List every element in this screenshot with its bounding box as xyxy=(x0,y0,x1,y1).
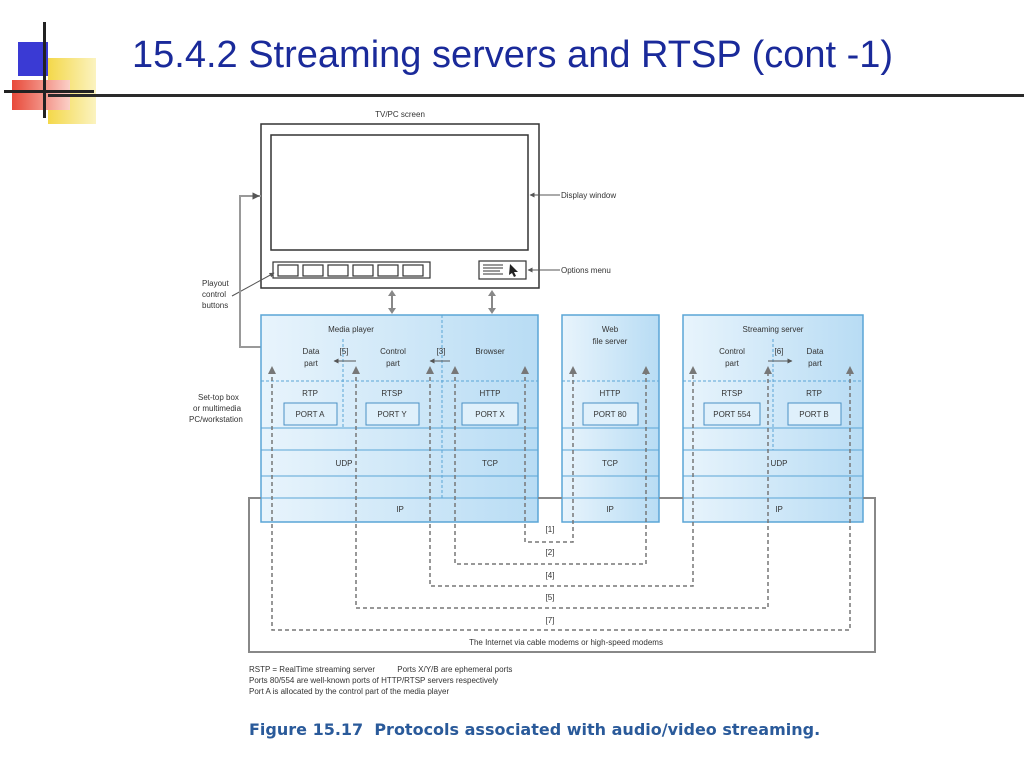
path-4 xyxy=(429,370,694,587)
client-step-3: [3] xyxy=(437,347,446,356)
playout-label-2: control xyxy=(202,290,226,299)
internet-label: The Internet via cable modems or high-sp… xyxy=(469,638,663,647)
server-rtp-label: RTP xyxy=(806,389,822,398)
figure-caption: Figure 15.17 Protocols associated with a… xyxy=(249,720,821,739)
path-4-label: [4] xyxy=(546,571,555,580)
options-menu-icon xyxy=(478,260,527,280)
options-menu-label: Options menu xyxy=(561,266,611,275)
client-side-label-1: Set-top box xyxy=(198,393,239,402)
diagram-notes: RSTP = RealTime streaming server Ports X… xyxy=(249,664,512,697)
display-window xyxy=(270,134,529,251)
screen-title: TV/PC screen xyxy=(375,110,425,119)
playout-label-1: Playout xyxy=(202,279,229,288)
control-loop-line xyxy=(239,195,261,348)
server-ip-label: IP xyxy=(775,505,783,514)
streaming-server-box xyxy=(682,314,864,523)
playout-buttons xyxy=(272,261,431,279)
port-80: PORT 80 xyxy=(593,410,627,419)
media-player-label: Media player xyxy=(328,325,374,334)
port-x: PORT X xyxy=(475,410,505,419)
path-2 xyxy=(454,370,647,565)
slide-title: 15.4.2 Streaming servers and RTSP (cont … xyxy=(132,34,894,76)
client-box xyxy=(260,314,539,523)
client-data-part-2: part xyxy=(304,359,319,368)
client-side-label-2: or multimedia xyxy=(193,404,242,413)
server-rtsp-label: RTSP xyxy=(721,389,742,398)
path-5-label: [5] xyxy=(546,593,555,602)
port-y: PORT Y xyxy=(377,410,407,419)
client-udp-label: UDP xyxy=(336,459,353,468)
web-http-label: HTTP xyxy=(600,389,621,398)
port-554: PORT 554 xyxy=(713,410,751,419)
client-data-part-1: Data xyxy=(303,347,320,356)
client-control-part-2: part xyxy=(386,359,401,368)
server-data-part-2: part xyxy=(808,359,823,368)
server-step-6: [6] xyxy=(775,347,784,356)
path-1 xyxy=(524,370,574,543)
streaming-server-title: Streaming server xyxy=(743,325,804,334)
web-server-title-1: Web xyxy=(602,325,619,334)
path-7 xyxy=(271,370,851,631)
client-control-part-1: Control xyxy=(380,347,406,356)
note-line-3: Port A is allocated by the control part … xyxy=(249,687,450,696)
playout-label-3: buttons xyxy=(202,301,228,310)
path-1-label: [1] xyxy=(546,525,555,534)
client-http-label: HTTP xyxy=(480,389,501,398)
server-data-part-1: Data xyxy=(807,347,824,356)
server-control-part-2: part xyxy=(725,359,740,368)
path-5 xyxy=(355,370,769,609)
web-server-title-2: file server xyxy=(593,337,628,346)
server-control-part-1: Control xyxy=(719,347,745,356)
logo-vertical-line xyxy=(43,22,46,118)
client-rtp-label: RTP xyxy=(302,389,318,398)
title-underline xyxy=(48,94,1024,97)
server-udp-label: UDP xyxy=(771,459,788,468)
client-rtsp-label: RTSP xyxy=(381,389,402,398)
client-side-label-3: PC/workstation xyxy=(189,415,243,424)
note-line-1: RSTP = RealTime streaming server Ports X… xyxy=(249,665,513,674)
browser-label: Browser xyxy=(475,347,505,356)
client-ip-label: IP xyxy=(396,505,404,514)
web-server-box xyxy=(561,314,660,523)
internet-frame xyxy=(248,497,876,653)
port-a: PORT A xyxy=(295,410,325,419)
path-2-label: [2] xyxy=(546,548,555,557)
web-tcp-label: TCP xyxy=(602,459,618,468)
port-b: PORT B xyxy=(799,410,829,419)
web-ip-label: IP xyxy=(606,505,614,514)
logo-horizontal-line xyxy=(4,90,94,93)
path-7-label: [7] xyxy=(546,616,555,625)
note-line-2: Ports 80/554 are well-known ports of HTT… xyxy=(249,676,499,685)
client-step-5: [5] xyxy=(340,347,349,356)
display-window-label: Display window xyxy=(561,191,616,200)
client-tcp-label: TCP xyxy=(482,459,498,468)
